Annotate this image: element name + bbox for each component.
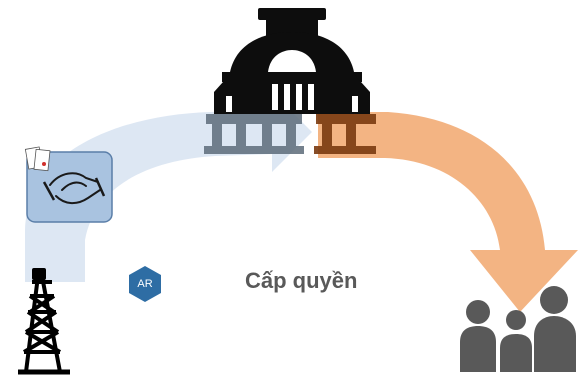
ar-badge-label: AR xyxy=(137,278,153,290)
oil-rig-icon xyxy=(18,268,70,375)
handshake-icon xyxy=(24,146,113,223)
right-curved-arrow xyxy=(318,112,578,312)
people-group-icon xyxy=(460,286,576,372)
ar-badge xyxy=(129,266,161,302)
cap-quyen-label: Cấp quyền xyxy=(245,268,358,293)
building-windows xyxy=(226,50,358,112)
